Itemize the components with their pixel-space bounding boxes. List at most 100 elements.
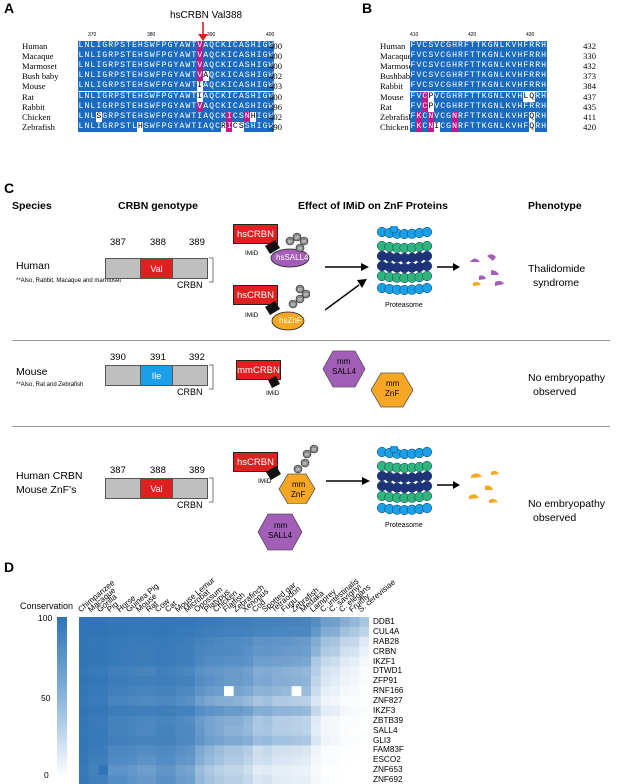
row3-phenotype-1: No embryopathy — [528, 498, 606, 510]
heatmap-cell — [117, 735, 128, 746]
residue: S — [427, 51, 434, 62]
residue: H — [451, 101, 458, 112]
residue: Y — [173, 61, 179, 72]
heatmap-cell — [359, 626, 369, 638]
heatmap-cell — [88, 775, 99, 784]
heatmap-cell — [224, 646, 234, 657]
heatmap-cell — [98, 646, 109, 657]
sequence-end-number: 403 — [269, 81, 282, 92]
residue: W — [184, 51, 191, 62]
sequence-end-number: 400 — [269, 41, 282, 51]
heatmap-cell — [185, 686, 196, 697]
residue: G — [487, 101, 494, 112]
heatmap-cell — [146, 755, 157, 766]
heatmap-cell — [262, 735, 273, 746]
residue: A — [178, 81, 185, 92]
heatmap-cell — [330, 755, 341, 766]
heatmap-cell — [359, 725, 369, 736]
residue: V — [196, 51, 203, 62]
residue: R — [534, 121, 541, 132]
heatmap-cell — [175, 686, 186, 697]
residue: G — [262, 51, 268, 62]
row3-gene-bar: Val — [105, 478, 208, 499]
residue: T — [475, 91, 482, 102]
sequence-end-number: 432 — [583, 41, 596, 51]
heatmap-cell — [156, 715, 167, 727]
row1-residue: Val — [139, 259, 174, 278]
heatmap-cell — [88, 686, 99, 697]
residue: F — [410, 71, 416, 82]
heatmap-cell — [156, 765, 167, 776]
residue: L — [499, 51, 505, 62]
residue: A — [238, 41, 245, 51]
row3-species-1: Human CRBN — [16, 470, 83, 482]
heatmap-cell — [291, 775, 302, 784]
residue: G — [101, 71, 108, 82]
heatmap-cell — [243, 735, 254, 746]
heatmap-cell — [98, 765, 109, 776]
row2-mmcrbn-box: mmCRBN — [236, 360, 281, 380]
heatmap-cell — [214, 775, 225, 784]
residue: T — [469, 91, 476, 102]
residue: C — [214, 61, 221, 72]
heatmap-cell — [233, 725, 244, 736]
residue: T — [469, 81, 476, 92]
residue: T — [469, 121, 476, 132]
heatmap-cell — [185, 696, 196, 707]
residue: G — [167, 81, 173, 92]
heatmap-cell — [88, 617, 99, 628]
residue: G — [101, 41, 108, 51]
residue: Q — [208, 71, 215, 82]
residue: I — [256, 51, 263, 62]
heatmap-cell — [301, 696, 312, 707]
heatmap-cell — [282, 745, 292, 756]
residue: H — [516, 61, 523, 72]
heatmap-cell — [253, 676, 263, 687]
heatmap-cell — [204, 666, 215, 677]
residue: Y — [173, 111, 179, 122]
heatmap-cell — [117, 765, 128, 776]
row2-residue: Ile — [139, 366, 174, 385]
panel-letter-b: B — [362, 0, 373, 16]
residue: L — [89, 51, 96, 62]
heatmap-cell — [340, 696, 350, 707]
residue: G — [262, 61, 268, 72]
heatmap-cell — [108, 775, 118, 784]
residue: V — [433, 51, 440, 62]
residue: I — [226, 121, 233, 132]
residue: W — [268, 91, 274, 102]
heatmap-cell — [243, 725, 254, 736]
heatmap-cell — [301, 735, 312, 746]
residue: F — [410, 81, 416, 92]
residue: Q — [208, 121, 215, 132]
heatmap-cell — [262, 696, 273, 707]
heatmap-cell — [282, 735, 292, 746]
residue: S — [95, 111, 102, 122]
residue: H — [516, 111, 523, 122]
residue: G — [167, 51, 173, 62]
heatmap-cell — [311, 626, 321, 638]
species-name: Zebrafish — [22, 121, 55, 132]
residue: N — [83, 121, 90, 132]
residue: H — [540, 121, 547, 132]
residue: Y — [173, 51, 179, 62]
residue: T — [469, 71, 476, 82]
residue: G — [167, 41, 173, 51]
heatmap-cell — [137, 765, 147, 776]
heatmap-cell — [301, 646, 312, 657]
residue: F — [410, 51, 416, 62]
heatmap-row-label: FAM83F — [373, 745, 404, 755]
ub-label: Ub — [305, 453, 310, 457]
residue: A — [202, 81, 209, 92]
heatmap-cell — [117, 666, 128, 677]
heatmap-cell — [88, 715, 99, 727]
heatmap-cell — [272, 676, 283, 687]
residue: S — [119, 111, 126, 122]
heatmap-cell — [272, 686, 283, 697]
residue: R — [107, 101, 114, 112]
residue: Y — [173, 91, 179, 102]
residue: H — [540, 61, 547, 72]
residue: P — [113, 111, 120, 122]
residue: A — [178, 121, 185, 132]
